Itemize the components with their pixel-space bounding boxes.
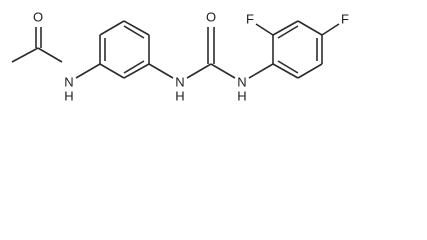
chemical-structure-diagram: O N H N H O N H F F bbox=[11, 10, 349, 104]
bond-methyl-carbonyl bbox=[11, 47, 39, 63]
ring2-inner-bond-1 bbox=[277, 25, 299, 39]
ring2-bond-b bbox=[272, 20, 299, 36]
ring2-bond-c bbox=[297, 20, 323, 36]
ring1-bond-c bbox=[123, 20, 150, 36]
bond-ring-fluorine-para bbox=[321, 23, 340, 36]
urea-hydrogen-left-label: H bbox=[175, 89, 184, 104]
urea-hydrogen-right-label: H bbox=[237, 89, 246, 104]
amide-nitrogen-label: N bbox=[64, 75, 73, 90]
ring2-bond-e bbox=[297, 63, 323, 79]
ring1-inner-bond-3 bbox=[123, 60, 145, 74]
ring1-bond-b bbox=[99, 20, 125, 36]
urea-nitrogen-left-label: N bbox=[175, 75, 184, 90]
bond-ring-fluorine-ortho bbox=[255, 23, 274, 36]
urea-oxygen-label: O bbox=[206, 10, 216, 25]
bond-urea-nitrogen-ring bbox=[248, 63, 274, 79]
ring1-bond-e bbox=[123, 63, 150, 79]
fluorine-ortho-label: F bbox=[246, 12, 254, 27]
ring1-inner-bond-2 bbox=[123, 25, 145, 39]
bond-nitrogen-ring bbox=[75, 63, 101, 79]
ring1-bond-f bbox=[99, 63, 125, 79]
acetyl-oxygen-label: O bbox=[33, 10, 43, 25]
ring2-inner-bond-3 bbox=[277, 60, 299, 74]
amide-hydrogen-label: H bbox=[64, 89, 73, 104]
bond-urea-nitrogen-carbonyl bbox=[186, 63, 212, 79]
ring2-bond-f bbox=[272, 63, 299, 79]
urea-nitrogen-right-label: N bbox=[237, 75, 246, 90]
fluorine-para-label: F bbox=[341, 12, 349, 27]
bond-carbonyl-nitrogen bbox=[37, 47, 63, 63]
bond-urea-carbonyl-nitrogen bbox=[210, 63, 236, 79]
bond-ring-urea-nitrogen bbox=[148, 63, 174, 79]
